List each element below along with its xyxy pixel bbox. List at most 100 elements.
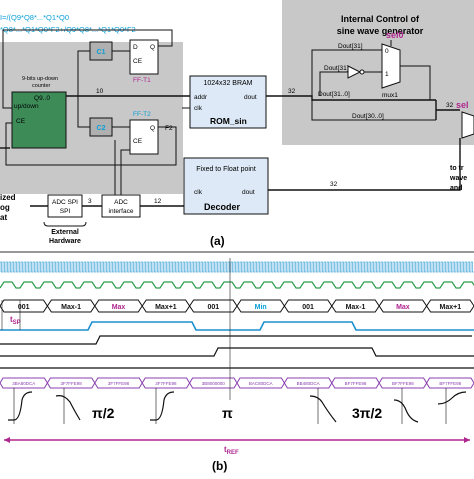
wire-counter-to-comparators — [77, 50, 90, 128]
mux1-in1: 1 — [385, 71, 389, 78]
internal-control-subtitle: sine wave generator — [337, 26, 424, 36]
clock-signal — [0, 261, 474, 273]
wire-adc-to-ff — [114, 140, 130, 195]
counter-value-text: Max-1 — [61, 304, 81, 311]
counter-block — [11, 91, 67, 149]
bram-addr: addr — [194, 94, 208, 101]
wire-dout31-b — [319, 71, 348, 96]
counter-value-text: Max — [112, 304, 126, 311]
ff-t1-q: Q — [150, 44, 155, 51]
counter-value-cell — [425, 299, 474, 313]
wire-feedback-bottom — [5, 122, 177, 166]
left-text-3: at — [0, 213, 7, 222]
adc-spi-label-2: SPI — [60, 208, 71, 215]
hex-value-text: BB480DCA — [297, 381, 320, 386]
inverter-icon — [347, 65, 362, 79]
hex-value-text: 3B8000000 — [202, 381, 226, 386]
dout-30-0-label: Dout[30..0] — [352, 113, 384, 120]
comparator-c1-label: C1 — [97, 49, 106, 56]
hex-value-cell — [426, 377, 474, 389]
sine-segment-3 — [150, 391, 175, 421]
adc-interface-label-2: interface — [109, 208, 134, 215]
ff-t1-ce: CE — [133, 58, 143, 65]
counter-value-text: Max+1 — [155, 304, 177, 311]
sine-segment-5 — [393, 399, 419, 423]
bram-dout: dout — [244, 94, 257, 101]
ff-t1-label: FF-T1 — [133, 77, 151, 84]
external-hardware-label-2: Hardware — [49, 238, 81, 245]
hex-value-text: BF7FFE98 — [392, 381, 414, 386]
hex-value-text: BAC80DCA — [249, 381, 273, 386]
counter-value-text: Min — [255, 304, 267, 311]
hex-value-text: BF7FFE98 — [345, 381, 367, 386]
hex-value-text: 3F7FFE98 — [155, 381, 177, 386]
mux1-block — [381, 43, 401, 89]
counter-q: Q9..0 — [34, 95, 50, 102]
dout-31-0-label: Dout[31..0] — [318, 91, 350, 98]
hex-value-text: 3F7FFE98 — [108, 381, 130, 386]
adc-interface-label: ADC — [114, 199, 128, 206]
ff-t1-block — [129, 39, 159, 75]
counter-value-text: Max+1 — [439, 304, 461, 311]
tsp-label: tSP — [10, 315, 21, 326]
caption-b: (b) — [212, 459, 227, 473]
ff-t1-d: D — [133, 44, 138, 51]
right-text-2: wave — [449, 175, 467, 182]
decoder-name: Decoder — [204, 202, 241, 212]
bram-clk: clk — [194, 105, 203, 112]
equation-line-1: I=/(Q9*Q8*...*Q1*Q0 — [0, 13, 69, 22]
signal-line-1 — [0, 321, 474, 331]
green-waveform — [0, 281, 474, 289]
bram-name: ROM_sin — [210, 116, 247, 126]
hex-value-text: BF7FFE98 — [439, 381, 461, 386]
external-hardware-label: External — [51, 229, 79, 236]
tref-arrowhead-right-icon — [464, 437, 470, 443]
bram-title: 1024x32 BRAM — [203, 80, 252, 87]
mux1-label: mux1 — [382, 92, 398, 99]
wire-decoder-out — [268, 138, 461, 191]
counter-value-text: 001 — [207, 304, 219, 311]
adc-spi-label: ADC SPI — [52, 199, 78, 206]
bram-block — [189, 75, 267, 129]
ff-t2-block — [129, 119, 159, 155]
tref-label: tREF — [224, 445, 239, 456]
bus-32-right-label: 32 — [446, 102, 454, 109]
sine-segment-1 — [8, 391, 33, 421]
comparator-c2-label: C2 — [97, 125, 106, 132]
tref-arrowhead-left-icon — [4, 437, 10, 443]
wire-bram-dout — [266, 95, 436, 101]
counter-title: 9-bits up-down — [22, 76, 58, 82]
decoder-clk: clk — [194, 189, 203, 196]
right-text-1: to tr — [450, 165, 464, 172]
bus-10-label: 10 — [96, 88, 104, 95]
wire-mux-out — [400, 65, 431, 100]
external-hardware-brace — [43, 221, 87, 227]
three-pi-half-label: 3π/2 — [352, 405, 382, 421]
sine-segment-6 — [437, 391, 467, 405]
right-text-3: and — [450, 185, 462, 192]
signal-line-2 — [0, 335, 472, 345]
wire-dout30 — [311, 100, 436, 121]
sine-segment-4 — [309, 395, 337, 423]
ff-t2-label: FF-T2 — [133, 111, 151, 118]
sel1-label: sel — [456, 100, 469, 110]
sine-segment-2 — [55, 395, 81, 421]
sine-segments — [8, 388, 467, 424]
bus-3-label: 3 — [88, 198, 92, 205]
green-wave-signal — [0, 281, 474, 289]
caption-a: (a) — [210, 234, 225, 248]
counter-value-text: 001 — [302, 304, 314, 311]
sel0-label: sel0 — [386, 30, 404, 40]
dout31-a-label: Dout[31] — [338, 43, 363, 50]
ff-t2-ce: CE — [133, 138, 143, 145]
bus-12-label: 12 — [154, 198, 162, 205]
ff-t2-out: F2 — [165, 125, 173, 132]
counter-title-2: counter — [32, 83, 51, 89]
left-text-2: og — [0, 203, 10, 212]
inverter-bubble-icon — [359, 69, 365, 75]
hex-value-text: 3F7FFE98 — [60, 381, 82, 386]
dout31-b-label: Dout[31] — [324, 65, 349, 72]
wire-comp-to-ff — [112, 50, 130, 128]
